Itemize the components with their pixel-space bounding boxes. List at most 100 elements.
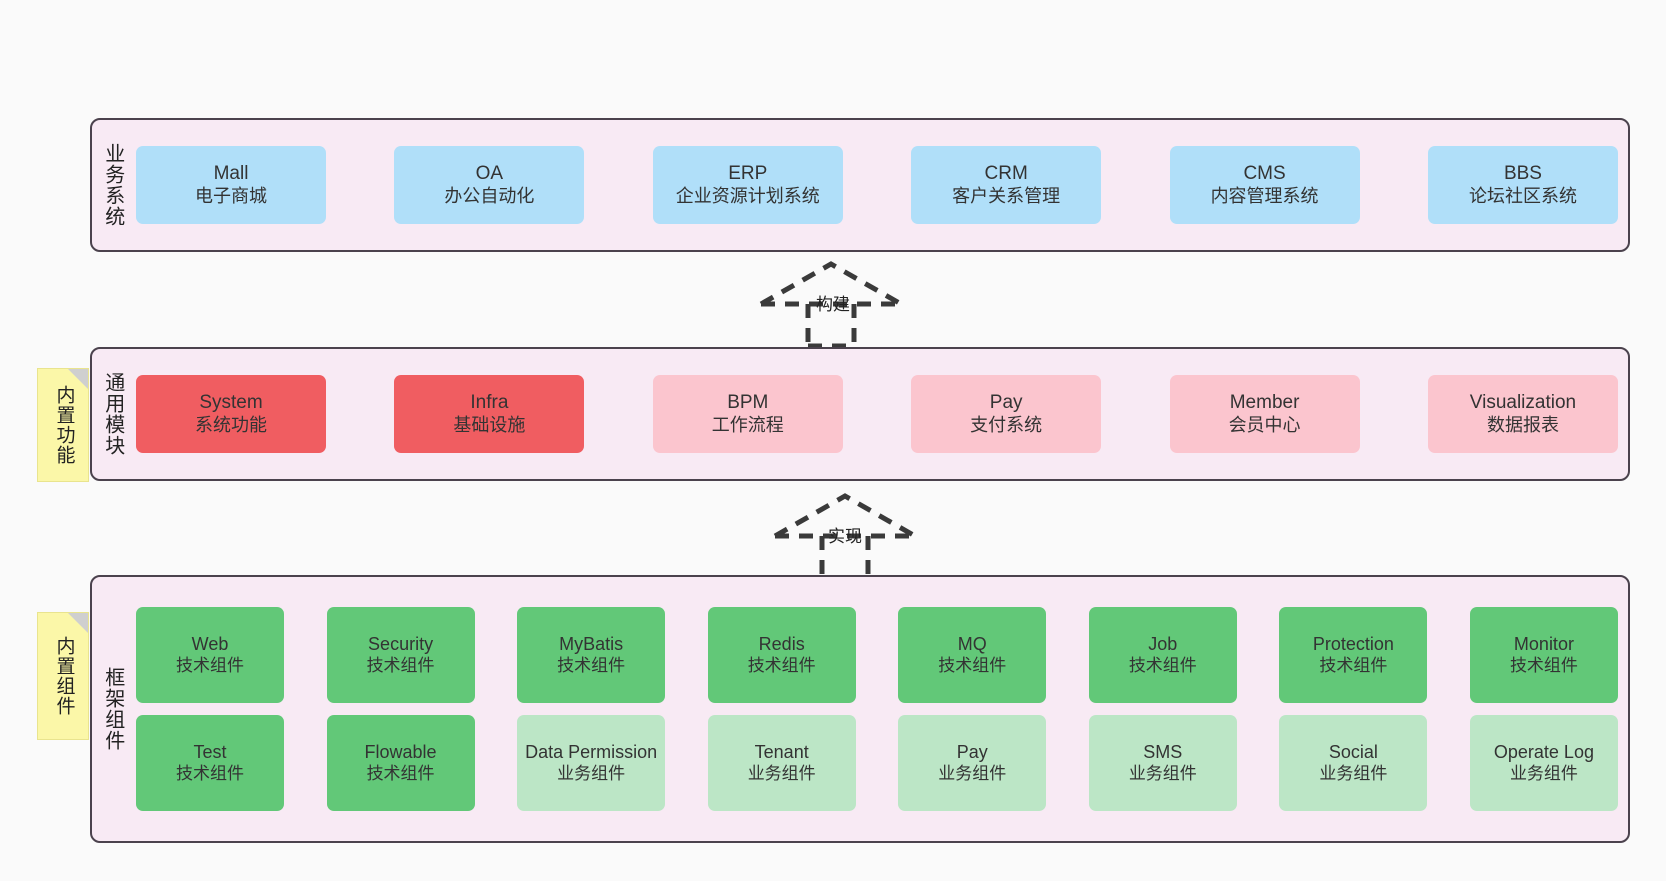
card-title: Monitor bbox=[1513, 633, 1574, 654]
card-job[interactable]: Job 技术组件 bbox=[1088, 607, 1237, 703]
card-cms[interactable]: CMS 内容管理系统 bbox=[1169, 146, 1360, 224]
card-title: Social bbox=[1328, 741, 1378, 762]
card-subtitle: 基础设施 bbox=[453, 414, 526, 435]
card-title: Pay bbox=[989, 392, 1023, 414]
card-operate-log[interactable]: Operate Log 业务组件 bbox=[1469, 715, 1618, 811]
card-title: MQ bbox=[957, 633, 987, 654]
card-subtitle: 技术组件 bbox=[938, 655, 1007, 675]
card-pay[interactable]: Pay 支付系统 bbox=[911, 375, 1102, 453]
card-subtitle: 技术组件 bbox=[747, 655, 816, 675]
card-subtitle: 办公自动化 bbox=[444, 185, 535, 206]
layer-framework-components: 框架组件 Web 技术组件 Security 技术组件 MyBatis 技术组件 bbox=[90, 575, 1630, 843]
card-mq[interactable]: MQ 技术组件 bbox=[898, 607, 1047, 703]
card-subtitle: 内容管理系统 bbox=[1210, 185, 1319, 206]
card-pay-component[interactable]: Pay 业务组件 bbox=[898, 715, 1047, 811]
card-tenant[interactable]: Tenant 业务组件 bbox=[707, 715, 856, 811]
card-subtitle: 企业资源计划系统 bbox=[675, 185, 820, 206]
card-mall[interactable]: Mall 电子商城 bbox=[136, 146, 326, 224]
card-erp[interactable]: ERP 企业资源计划系统 bbox=[652, 146, 843, 224]
card-subtitle: 业务组件 bbox=[1128, 763, 1197, 783]
card-title: Mall bbox=[213, 163, 249, 185]
card-security[interactable]: Security 技术组件 bbox=[326, 607, 475, 703]
card-title: Protection bbox=[1312, 633, 1394, 654]
card-social[interactable]: Social 业务组件 bbox=[1279, 715, 1428, 811]
card-title: BBS bbox=[1503, 163, 1542, 185]
card-subtitle: 论坛社区系统 bbox=[1468, 185, 1577, 206]
card-member[interactable]: Member 会员中心 bbox=[1169, 375, 1360, 453]
framework-card-row-1: Web 技术组件 Security 技术组件 MyBatis 技术组件 Redi… bbox=[136, 607, 1618, 703]
card-visualization[interactable]: Visualization 数据报表 bbox=[1427, 375, 1618, 453]
card-test[interactable]: Test 技术组件 bbox=[136, 715, 284, 811]
card-sms[interactable]: SMS 业务组件 bbox=[1088, 715, 1237, 811]
card-title: Infra bbox=[470, 392, 509, 414]
card-flowable[interactable]: Flowable 技术组件 bbox=[326, 715, 475, 811]
layer-framework-title: 框架组件 bbox=[101, 667, 124, 751]
card-subtitle: 技术组件 bbox=[557, 655, 626, 675]
card-bbs[interactable]: BBS 论坛社区系统 bbox=[1427, 146, 1618, 224]
card-protection[interactable]: Protection 技术组件 bbox=[1279, 607, 1428, 703]
card-title: Tenant bbox=[754, 741, 809, 762]
card-title: Web bbox=[191, 633, 229, 654]
note-fold-corner-icon bbox=[68, 369, 88, 389]
layer-common-modules: 通用模块 System 系统功能 Infra 基础设施 BPM 工作流程 Pay… bbox=[90, 347, 1630, 481]
note-builtin-functions: 内置功能 bbox=[37, 368, 89, 482]
card-data-permission[interactable]: Data Permission 业务组件 bbox=[517, 715, 666, 811]
card-title: SMS bbox=[1143, 741, 1183, 762]
arrow-implement-label: 实现 bbox=[828, 527, 862, 546]
card-subtitle: 系统功能 bbox=[195, 414, 267, 435]
card-subtitle: 技术组件 bbox=[366, 655, 435, 675]
card-title: CMS bbox=[1243, 163, 1286, 185]
card-subtitle: 会员中心 bbox=[1228, 414, 1301, 435]
card-title: Test bbox=[193, 741, 227, 762]
card-subtitle: 技术组件 bbox=[176, 655, 244, 675]
card-title: CRM bbox=[984, 163, 1028, 185]
card-subtitle: 数据报表 bbox=[1486, 414, 1559, 435]
card-subtitle: 工作流程 bbox=[711, 414, 784, 435]
card-system[interactable]: System 系统功能 bbox=[136, 375, 326, 453]
card-infra[interactable]: Infra 基础设施 bbox=[394, 375, 585, 453]
arrow-build-glyph bbox=[759, 261, 903, 349]
card-subtitle: 业务组件 bbox=[938, 763, 1007, 783]
card-mybatis[interactable]: MyBatis 技术组件 bbox=[517, 607, 666, 703]
arrow-build-label: 构建 bbox=[816, 295, 850, 314]
card-title: Operate Log bbox=[1493, 741, 1594, 762]
card-crm[interactable]: CRM 客户关系管理 bbox=[911, 146, 1102, 224]
business-card-row: Mall 电子商城 OA 办公自动化 ERP 企业资源计划系统 CRM 客户关系… bbox=[136, 146, 1618, 224]
card-redis[interactable]: Redis 技术组件 bbox=[707, 607, 856, 703]
card-title: Job bbox=[1148, 633, 1178, 654]
card-subtitle: 业务组件 bbox=[747, 763, 816, 783]
card-title: Security bbox=[368, 633, 434, 654]
framework-card-row-2: Test 技术组件 Flowable 技术组件 Data Permission … bbox=[136, 715, 1618, 811]
card-bpm[interactable]: BPM 工作流程 bbox=[652, 375, 843, 453]
layer-common-body: System 系统功能 Infra 基础设施 BPM 工作流程 Pay 支付系统… bbox=[132, 349, 1628, 479]
card-title: Data Permission bbox=[525, 741, 658, 762]
card-web[interactable]: Web 技术组件 bbox=[136, 607, 284, 703]
generalization-arrow-implement: 实现 bbox=[770, 490, 920, 581]
layer-business-systems: 业务系统 Mall 电子商城 OA 办公自动化 ERP 企业资源计划系统 CRM… bbox=[90, 118, 1630, 252]
card-title: Flowable bbox=[364, 741, 437, 762]
note-fold-corner-icon bbox=[68, 613, 88, 633]
card-subtitle: 业务组件 bbox=[1509, 763, 1578, 783]
layer-framework-body: Web 技术组件 Security 技术组件 MyBatis 技术组件 Redi… bbox=[132, 577, 1628, 841]
card-oa[interactable]: OA 办公自动化 bbox=[394, 146, 585, 224]
common-card-row: System 系统功能 Infra 基础设施 BPM 工作流程 Pay 支付系统… bbox=[136, 375, 1618, 453]
card-subtitle: 技术组件 bbox=[1509, 655, 1578, 675]
card-title: MyBatis bbox=[559, 633, 624, 654]
card-subtitle: 技术组件 bbox=[176, 763, 244, 783]
framework-card-rows: Web 技术组件 Security 技术组件 MyBatis 技术组件 Redi… bbox=[136, 607, 1618, 811]
card-title: Pay bbox=[956, 741, 988, 762]
note-builtin-components-label: 内置组件 bbox=[53, 636, 75, 716]
layer-business-body: Mall 电子商城 OA 办公自动化 ERP 企业资源计划系统 CRM 客户关系… bbox=[132, 120, 1628, 250]
card-subtitle: 支付系统 bbox=[970, 414, 1043, 435]
card-title: System bbox=[199, 392, 263, 414]
note-builtin-components: 内置组件 bbox=[37, 612, 89, 740]
card-monitor[interactable]: Monitor 技术组件 bbox=[1469, 607, 1618, 703]
card-subtitle: 技术组件 bbox=[366, 763, 435, 783]
layer-common-title: 通用模块 bbox=[101, 372, 124, 456]
layer-business-title: 业务系统 bbox=[101, 143, 124, 227]
card-title: Redis bbox=[758, 633, 805, 654]
card-title: Member bbox=[1229, 392, 1300, 414]
card-subtitle: 技术组件 bbox=[1319, 655, 1388, 675]
card-subtitle: 电子商城 bbox=[195, 185, 267, 206]
